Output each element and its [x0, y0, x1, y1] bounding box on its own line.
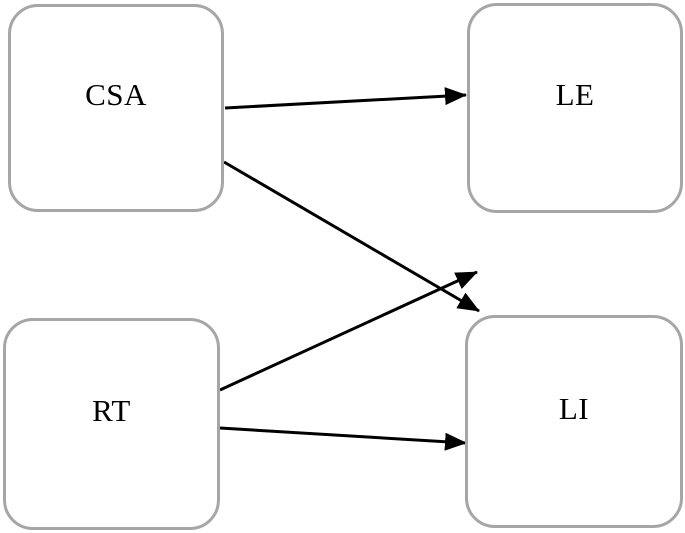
arrow-CSA-LI	[223, 160, 480, 313]
arrow-RT-LE	[219, 270, 478, 392]
arrow-CSA-LE	[224, 87, 467, 110]
node-RT: RT	[3, 318, 220, 530]
node-label-LE: LE	[555, 77, 595, 112]
node-label-RT: RT	[92, 393, 131, 428]
arrow-RT-LI	[219, 426, 467, 451]
node-label-CSA: CSA	[85, 77, 147, 112]
node-label-LI: LI	[558, 390, 590, 426]
node-CSA: CSA	[8, 4, 224, 212]
node-LI: LI	[465, 315, 683, 528]
node-LE: LE	[467, 3, 683, 213]
